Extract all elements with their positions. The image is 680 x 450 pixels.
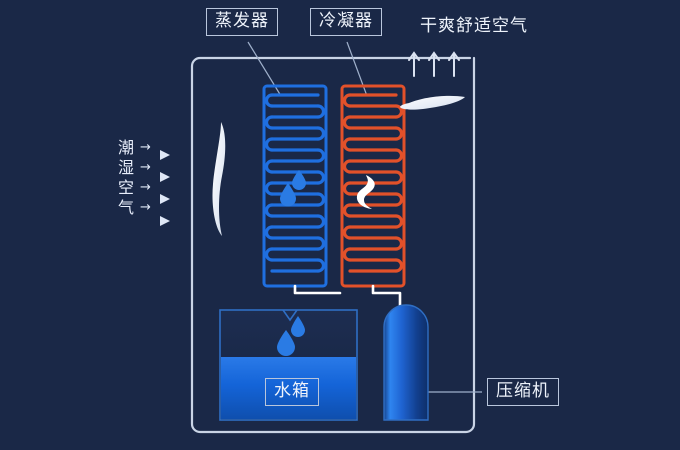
humid-air-char: 空 [118, 178, 135, 197]
condenser-label: 冷凝器 [310, 8, 382, 36]
right-arrow-icon: → [140, 180, 151, 195]
dry-air-label: 干爽舒适空气 [420, 16, 528, 36]
right-arrow-icon: → [140, 200, 151, 215]
fan-blade-icon [400, 95, 465, 110]
right-arrow-icon: → [140, 140, 151, 155]
humid-air-char: 湿 [118, 158, 135, 177]
humid-air-row: 湿 → [118, 158, 151, 178]
water-droplet-icon [277, 316, 305, 356]
humid-air-char: 气 [118, 198, 135, 217]
fan-blade-icon [212, 122, 226, 236]
compressor [383, 304, 429, 421]
humid-air-char: 潮 [118, 138, 135, 157]
right-arrow-icon [160, 150, 170, 226]
water-tank [219, 309, 358, 421]
humid-air-row: 潮 → [118, 138, 151, 158]
cabinet-frame [190, 56, 476, 434]
evaporator-label: 蒸发器 [206, 8, 278, 36]
water-droplet-icon [280, 170, 306, 207]
humid-air-label: 潮 → 湿 → 空 → 气 → [118, 138, 151, 218]
compressor-label: 压缩机 [487, 378, 559, 406]
right-arrow-icon: → [140, 160, 151, 175]
up-arrow-icon [408, 51, 460, 77]
heat-wave-icon [356, 175, 375, 209]
water-tank-label: 水箱 [265, 378, 319, 406]
humid-air-row: 空 → [118, 178, 151, 198]
refrigerant-pipes [293, 284, 402, 307]
humid-air-row: 气 → [118, 198, 151, 218]
